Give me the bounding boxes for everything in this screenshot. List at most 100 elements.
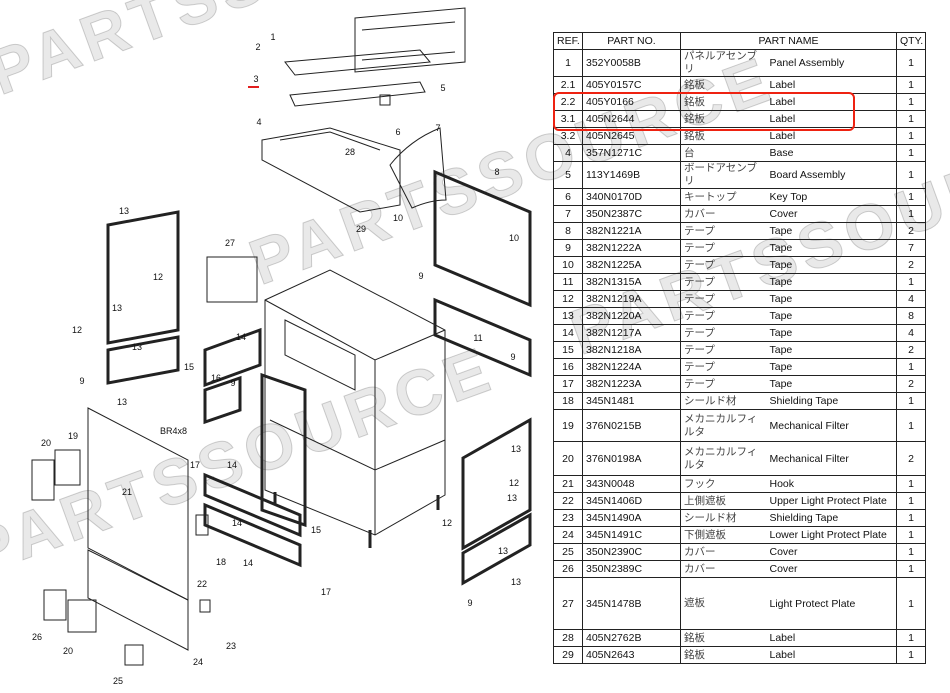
- cell-qty: 1: [896, 409, 927, 442]
- cell-ref: 3.2: [553, 127, 583, 145]
- cell-part-no: 357N1271C: [582, 144, 681, 162]
- cell-part-no: 376N0215B: [582, 409, 681, 442]
- cell-name-ja: テープ: [680, 273, 767, 291]
- cell-qty: 1: [896, 509, 927, 527]
- cell-name-en: Label: [766, 646, 898, 664]
- callout-label: 25: [113, 676, 123, 686]
- cell-qty: 1: [896, 93, 927, 111]
- callout-label: 29: [356, 224, 366, 234]
- screw-label: BR4x8: [160, 426, 187, 436]
- cell-qty: 2: [896, 222, 927, 240]
- header-part-name: PART NAME: [679, 32, 898, 50]
- callout-label: 18: [216, 557, 226, 567]
- cell-name-ja: 銘板: [680, 76, 767, 94]
- cell-part-no: 382N1222A: [582, 239, 681, 257]
- cell-part-no: 345N1478B: [582, 577, 681, 630]
- cell-name-ja: 下側遮板: [680, 526, 767, 544]
- cell-name-en: Label: [766, 629, 898, 647]
- cell-name-ja: 銘板: [680, 646, 767, 664]
- callout-label: 22: [197, 579, 207, 589]
- cell-name-en: Tape: [766, 375, 898, 393]
- mechanical-filter-2: [31, 459, 55, 501]
- cell-name-ja: カバー: [680, 205, 767, 223]
- cell-name-ja: 銘板: [680, 93, 767, 111]
- callout-label: 9: [467, 598, 472, 608]
- cell-qty: 1: [896, 76, 927, 94]
- callout-label: 17: [190, 460, 200, 470]
- tape-group-center: [203, 327, 307, 568]
- callout-label: 14: [232, 518, 242, 528]
- shielding-tape-23: [199, 599, 211, 613]
- cell-ref: 2.1: [553, 76, 583, 94]
- header-ref: REF.: [553, 32, 583, 50]
- cell-part-no: 382N1224A: [582, 358, 681, 376]
- callout-label: 10: [393, 213, 403, 223]
- cell-qty: 7: [896, 239, 927, 257]
- cell-name-ja: テープ: [680, 358, 767, 376]
- cell-part-no: 382N1217A: [582, 324, 681, 342]
- cell-ref: 2.2: [553, 93, 583, 111]
- cell-ref: 13: [553, 307, 583, 325]
- cell-name-en: Tape: [766, 273, 898, 291]
- cell-name-en: Tape: [766, 222, 898, 240]
- callout-label: 15: [311, 525, 321, 535]
- cell-part-no: 345N1491C: [582, 526, 681, 544]
- callout-label: 14: [243, 558, 253, 568]
- cell-part-no: 345N1406D: [582, 492, 681, 510]
- callout-label: 9: [79, 376, 84, 386]
- cell-part-no: 405Y0157C: [582, 76, 681, 94]
- callout-label: 13: [117, 397, 127, 407]
- callout-label: 16: [211, 373, 221, 383]
- cell-name-ja: ボードアセンブリ: [680, 161, 767, 189]
- cell-name-ja: 銘板: [680, 127, 767, 145]
- callout-label: 13: [119, 206, 129, 216]
- cell-name-en: Hook: [766, 475, 898, 493]
- cell-ref: 6: [553, 188, 583, 206]
- cover: [389, 127, 447, 209]
- callout-label: 19: [68, 431, 78, 441]
- callout-label: 14: [227, 460, 237, 470]
- cell-name-en: Panel Assembly: [766, 49, 898, 77]
- cell-part-no: 382N1220A: [582, 307, 681, 325]
- cell-name-en: Tape: [766, 358, 898, 376]
- cell-ref: 15: [553, 341, 583, 359]
- mechanical-filter-3: [67, 599, 97, 633]
- cell-qty: 4: [896, 324, 927, 342]
- cell-name-en: Tape: [766, 324, 898, 342]
- cell-qty: 8: [896, 307, 927, 325]
- cell-qty: 1: [896, 127, 927, 145]
- callout-label: 9: [418, 271, 423, 281]
- cell-ref: 3.1: [553, 110, 583, 128]
- cell-name-en: Label: [766, 76, 898, 94]
- cell-qty: 1: [896, 577, 927, 630]
- cell-qty: 1: [896, 358, 927, 376]
- callout-label: 13: [511, 444, 521, 454]
- cell-name-en: Tape: [766, 256, 898, 274]
- cell-name-en: Mechanical Filter: [766, 441, 898, 476]
- cell-name-ja: 銘板: [680, 110, 767, 128]
- key-top: [379, 94, 391, 106]
- cell-name-en: Upper Light Protect Plate: [766, 492, 898, 510]
- cell-ref: 14: [553, 324, 583, 342]
- cell-name-en: Label: [766, 93, 898, 111]
- callout-label: 14: [236, 332, 246, 342]
- callout-label: 5: [440, 83, 445, 93]
- cell-qty: 2: [896, 341, 927, 359]
- cell-qty: 1: [896, 273, 927, 291]
- cell-ref: 12: [553, 290, 583, 308]
- cover-26: [43, 589, 67, 621]
- callout-label: 24: [193, 657, 203, 667]
- callout-label: 11: [473, 333, 482, 343]
- header-part-no: PART NO.: [582, 32, 681, 50]
- cell-ref: 27: [553, 577, 583, 630]
- cell-name-ja: メカニカルフィルタ: [680, 409, 767, 442]
